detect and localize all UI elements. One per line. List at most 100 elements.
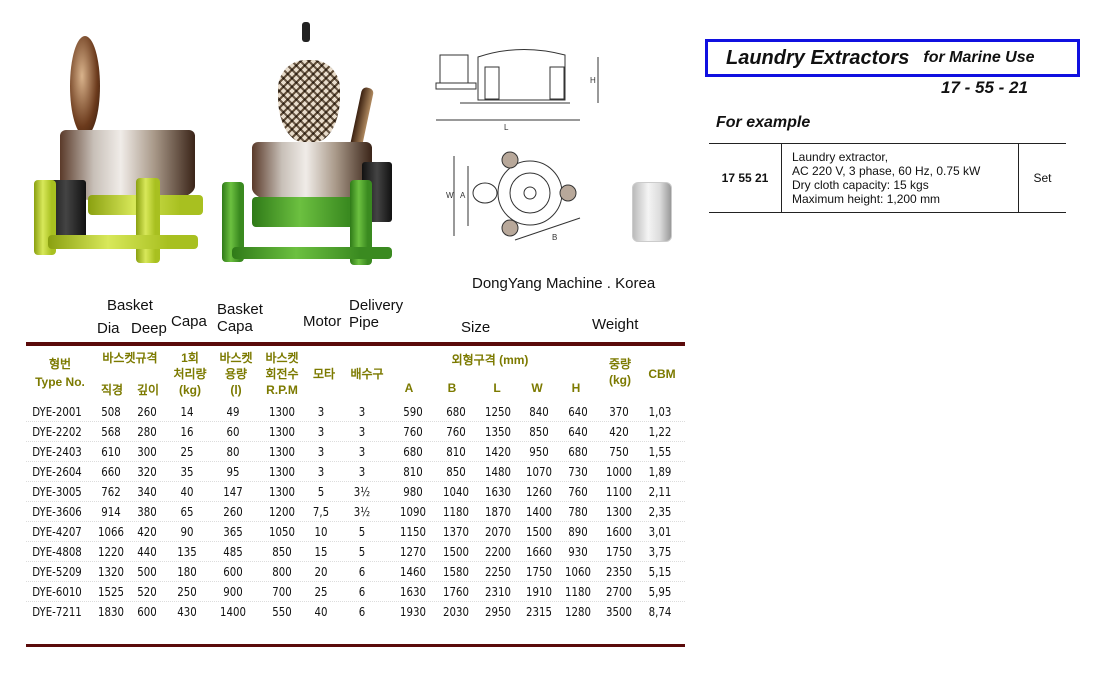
top-view-diagram: W A B — [446, 151, 581, 242]
table-cell: 135 — [177, 545, 197, 559]
table-cell: 3 — [358, 425, 366, 439]
table-cell: 1100 — [606, 485, 632, 499]
table-cell: 1910 — [526, 585, 552, 599]
table-cell: 1150 — [400, 525, 426, 539]
table-cell: 6 — [358, 565, 366, 579]
en-head-basket-capa-1: Basket — [217, 301, 263, 318]
table-cell: 2315 — [526, 605, 552, 619]
table-cell: 800 — [272, 565, 292, 579]
example-unit: Set — [1033, 171, 1052, 185]
kh-dia: 직경 — [100, 383, 124, 397]
dim-label-w: W — [446, 191, 454, 200]
table-cell: 1220 — [98, 545, 124, 559]
page-subtitle: for Marine Use — [923, 49, 1035, 66]
dim-label-l: L — [504, 123, 509, 132]
table-cell: 1420 — [485, 445, 511, 459]
table-cell: 1,55 — [648, 445, 672, 459]
table-cell: 1870 — [485, 505, 511, 519]
table-cell: 14 — [180, 405, 194, 419]
kh-bcapa-2: 용량 — [224, 367, 248, 381]
row-divider — [26, 521, 685, 522]
table-cell: 1930 — [400, 605, 426, 619]
en-head-weight: Weight — [592, 316, 639, 333]
table-cell: 730 — [568, 465, 588, 479]
table-cell: 65 — [180, 505, 194, 519]
table-cell: 760 — [446, 425, 466, 439]
type-number-cell: DYE-6010 — [32, 585, 82, 599]
table-cell: 1300 — [269, 465, 295, 479]
table-cell: 850 — [272, 545, 292, 559]
kh-motor: 모타 — [312, 367, 336, 381]
table-cell: 1300 — [269, 445, 295, 459]
table-cell: 20 — [314, 565, 328, 579]
table-cell: 1350 — [485, 425, 511, 439]
example-code: 17 55 21 — [709, 143, 782, 213]
table-cell: 1480 — [485, 465, 511, 479]
table-cell: 1090 — [400, 505, 426, 519]
kh-b: B — [447, 381, 457, 395]
table-cell: 3 — [317, 405, 325, 419]
table-cell: 1300 — [606, 505, 632, 519]
table-cell: 1050 — [269, 525, 295, 539]
table-cell: 2950 — [485, 605, 511, 619]
table-cell: 3 — [358, 445, 366, 459]
en-head-basket: Basket — [107, 297, 153, 314]
table-cell: 1500 — [526, 525, 552, 539]
table-cell: 680 — [446, 405, 466, 419]
table-cell: 610 — [101, 445, 121, 459]
table-cell: 780 — [568, 505, 588, 519]
desc-line: Maximum height: 1,200 mm — [792, 192, 941, 206]
kh-weight-2: (kg) — [609, 373, 631, 387]
en-head-basket-capa-2: Capa — [217, 318, 253, 335]
table-cell: 1830 — [98, 605, 124, 619]
row-divider — [26, 481, 685, 482]
kh-capa-2: 처리량 — [173, 367, 207, 381]
table-cell: 260 — [223, 505, 243, 519]
table-top-rule — [26, 342, 685, 346]
kh-deep: 깊이 — [136, 383, 160, 397]
table-cell: 147 — [223, 485, 243, 499]
table-cell: 700 — [272, 585, 292, 599]
example-row: 17 55 21 Laundry extractor, AC 220 V, 3 … — [709, 143, 1066, 213]
table-cell: 2,35 — [648, 505, 672, 519]
row-divider — [26, 501, 685, 502]
kh-weight-1: 중량 — [608, 357, 632, 371]
table-cell: 380 — [137, 505, 157, 519]
table-cell: 6 — [358, 585, 366, 599]
table-cell: 5 — [317, 485, 325, 499]
table-cell: 2070 — [485, 525, 511, 539]
table-cell: 320 — [137, 465, 157, 479]
table-cell: 3½ — [353, 505, 371, 519]
table-cell: 760 — [403, 425, 423, 439]
table-cell: 80 — [226, 445, 240, 459]
for-example-label: For example — [716, 114, 811, 131]
table-cell: 760 — [568, 485, 588, 499]
extractor-photo-with-basket — [222, 22, 412, 272]
extractor-thumbnail — [632, 182, 672, 242]
dim-label-a: A — [460, 191, 466, 200]
table-cell: 7,5 — [312, 505, 330, 519]
table-cell: 850 — [529, 425, 549, 439]
table-cell: 600 — [223, 565, 243, 579]
page-title: Laundry Extractors — [726, 46, 910, 69]
type-number-cell: DYE-5209 — [32, 565, 82, 579]
table-cell: 900 — [223, 585, 243, 599]
table-cell: 810 — [403, 465, 423, 479]
table-cell: 1040 — [443, 485, 469, 499]
table-cell: 260 — [137, 405, 157, 419]
table-cell: 420 — [609, 425, 629, 439]
table-cell: 3 — [317, 445, 325, 459]
en-head-dia: Dia — [97, 320, 120, 337]
kh-size: 외형구격 (mm) — [451, 353, 529, 367]
en-head-delivery-2: Pipe — [349, 314, 380, 331]
kh-a: A — [404, 381, 414, 395]
side-view-diagram: H L — [435, 49, 599, 132]
table-cell: 280 — [137, 425, 157, 439]
kh-basket-spec: 바스켓규격 — [102, 351, 158, 365]
type-number-cell: DYE-2001 — [32, 405, 82, 419]
table-cell: 1270 — [400, 545, 426, 559]
